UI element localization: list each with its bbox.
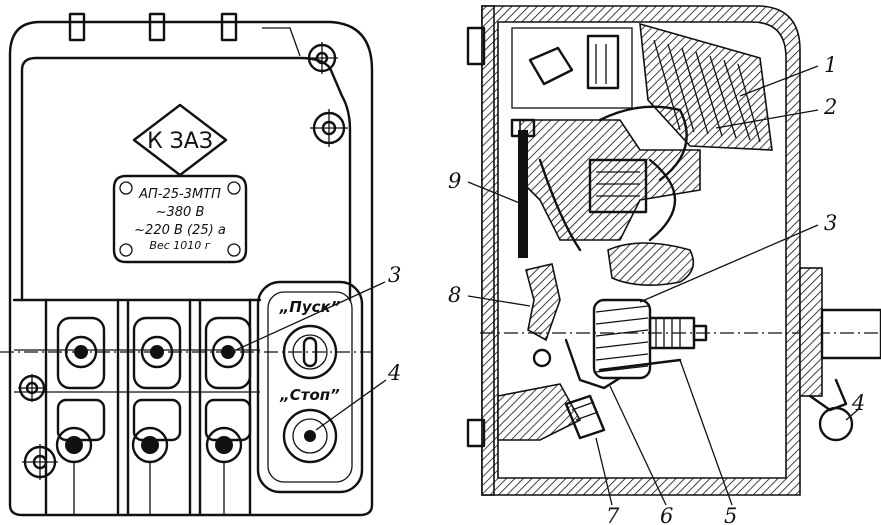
leader-line: [609, 385, 667, 506]
thermal-element: [607, 242, 695, 286]
callout-6: 6: [660, 504, 673, 525]
front-view: К ЗАЗ АП-25-3МТП ~380 В ~220 В (25) а Ве…: [0, 12, 401, 517]
callout-1: 1: [824, 53, 837, 77]
mount-screw: [22, 444, 58, 480]
callout-9: 9: [448, 169, 461, 193]
nameplate-model: АП-25-3МТП: [138, 187, 221, 202]
adjust-screw: [564, 394, 606, 440]
leader-line: [467, 181, 523, 205]
leader-line: [595, 437, 613, 506]
callout-5: 5: [724, 504, 737, 525]
leader-line: [679, 359, 733, 506]
leader-line: [739, 65, 819, 97]
upper-contacts: [511, 27, 633, 109]
lever: [564, 338, 682, 390]
cover-panel: [20, 56, 352, 302]
terminal-phase-3: [204, 316, 252, 515]
nameplate-current: ~220 В (25) а: [134, 223, 226, 238]
nameplate: АП-25-3МТП ~380 В ~220 В (25) а Вес 1010…: [112, 174, 248, 264]
callout-4-right: 4: [851, 391, 865, 415]
callout-8: 8: [448, 283, 461, 307]
pivot: [532, 348, 552, 368]
section-view: 1 2 3 4 5 6 7 8 9: [448, 5, 881, 525]
callout-2: 2: [823, 95, 837, 119]
mount-clip: [466, 26, 486, 66]
nameplate-voltage: ~380 В: [156, 205, 205, 220]
start-button[interactable]: [282, 324, 338, 380]
leader-line: [235, 281, 386, 351]
leader-line: [639, 224, 819, 303]
mount-clip: [466, 418, 486, 448]
base-plate: [481, 5, 495, 496]
stop-button[interactable]: [282, 408, 338, 464]
terminal-phase-1: [55, 316, 106, 515]
button-shaft: [799, 267, 881, 442]
latch: [525, 263, 561, 342]
start-label: „Пуск”: [279, 298, 341, 316]
top-clips: [68, 12, 238, 42]
cover-screw: [306, 42, 338, 74]
cover-screw: [310, 109, 348, 147]
terminal-phase-2: [131, 316, 182, 515]
mechanism-body: [519, 119, 701, 241]
arc-chute: [639, 22, 773, 151]
callout-3-right: 3: [824, 211, 837, 235]
callout-4-left: 4: [387, 361, 401, 385]
housing-outline: [8, 20, 374, 517]
leader-line: [315, 379, 387, 431]
callout-7: 7: [606, 504, 620, 525]
leader-line: [715, 109, 819, 129]
bottom-block: [497, 383, 582, 441]
svg-text:К ЗАЗ: К ЗАЗ: [147, 129, 213, 154]
stop-label: „Стоп”: [279, 386, 340, 404]
leader-line: [845, 407, 861, 421]
button-panel: [256, 280, 364, 494]
callout-3-left: 3: [388, 263, 401, 287]
trip-rod: [510, 118, 536, 258]
terminal-block: [12, 298, 262, 517]
leader-line: [467, 295, 531, 307]
nameplate-weight: Вес 1010 г: [149, 239, 210, 252]
wires: [538, 105, 688, 252]
mount-screw: [18, 374, 46, 402]
kzaz-logo: К ЗАЗ: [132, 103, 228, 177]
